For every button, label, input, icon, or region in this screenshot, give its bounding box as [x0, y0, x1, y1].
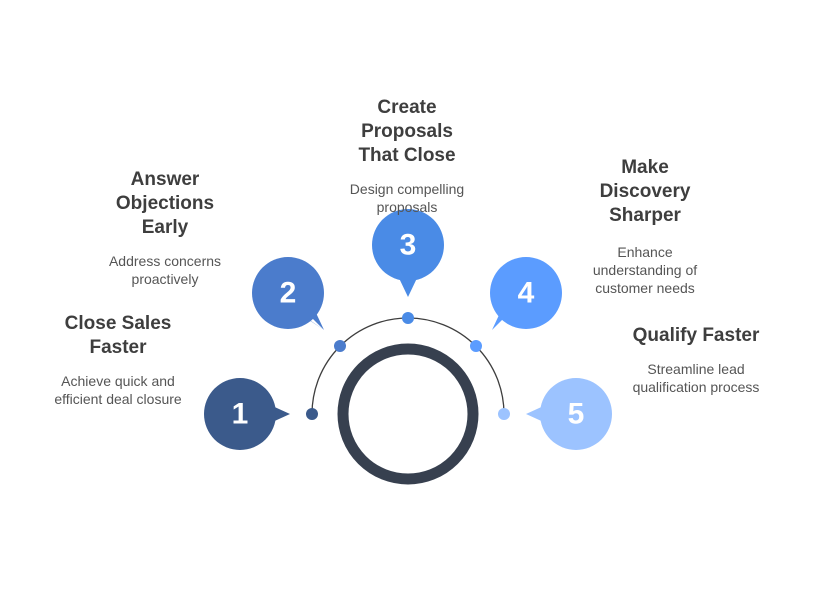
step-title-5: Qualify Faster	[632, 325, 760, 346]
step-description-3: Design compelling proposals	[349, 181, 465, 215]
step-number-1: 1	[232, 398, 249, 431]
step-bubble-4: 4	[490, 257, 562, 330]
bubble-circle-2	[252, 257, 324, 329]
step-bubble-3: 3	[372, 209, 444, 297]
bubble-circle-5	[540, 378, 612, 450]
bubble-circle-4	[490, 257, 562, 329]
bubble-tail-3	[398, 276, 418, 297]
step-number-5: 5	[568, 398, 585, 431]
arc-dot-4	[470, 340, 482, 352]
step-title-3: Create Proposals That Close	[358, 97, 456, 166]
step-description-5: Streamline lead qualification process	[632, 361, 760, 395]
arc-dot-5	[498, 408, 510, 420]
bubble-circle-1	[204, 378, 276, 450]
step-bubble-1: 1	[204, 378, 290, 450]
step-number-2: 2	[280, 277, 297, 310]
bubble-circle-3	[372, 209, 444, 281]
step-title-4: Make Discovery Sharper	[599, 157, 691, 226]
arc-dot-3	[402, 312, 414, 324]
step-description-1: Achieve quick and efficient deal closure	[54, 373, 182, 407]
central-ring	[337, 343, 479, 485]
step-number-4: 4	[518, 277, 535, 310]
step-bubble-2: 2	[252, 257, 324, 330]
step-title-1: Close Sales Faster	[64, 313, 172, 358]
step-description-4: Enhance understanding of customer needs	[592, 244, 698, 296]
step-number-3: 3	[400, 229, 417, 262]
step-description-2: Address concerns proactively	[108, 253, 222, 287]
step-title-2: Answer Objections Early	[115, 169, 215, 238]
arc-dot-2	[334, 340, 346, 352]
arc-dot-1	[306, 408, 318, 420]
step-bubble-5: 5	[526, 378, 612, 450]
